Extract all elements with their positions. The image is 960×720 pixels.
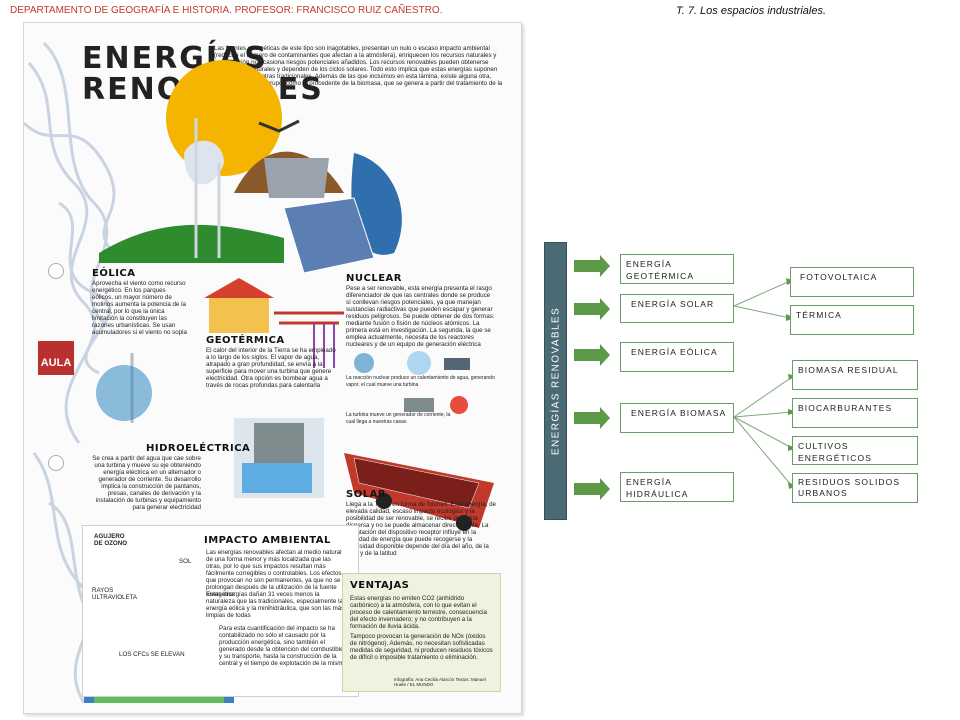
root-node-energias-renovables: ENERGÍAS RENOVABLES: [544, 242, 567, 520]
aula-logo: AULA: [38, 341, 74, 375]
sol-label: SOL: [179, 558, 192, 565]
node-biomasa-residual: BIOMASA RESIDUAL: [792, 360, 918, 390]
section-text-eolica: Aprovecha el viento como recurso energét…: [92, 280, 187, 336]
node-cultivos-energeticos: CULTIVOS ENERGÉTICOS: [792, 436, 918, 465]
section-text-geotermica: El calor del interior de la Tierra se ha…: [206, 347, 336, 389]
node-energia-biomasa: ENERGÍA BIOMASA: [620, 403, 734, 433]
header-topic: T. 7. Los espacios industriales.: [676, 5, 827, 17]
section-title-nuclear: NUCLEAR: [346, 273, 402, 284]
node-fotovoltaica: FOTOVOLTAICA: [790, 267, 914, 297]
arrow-icon: [574, 407, 610, 429]
decorative-wires: [24, 41, 116, 704]
node-termica: TÉRMICA: [790, 305, 914, 335]
nuclear-caption: La reacción nuclear produce un calentami…: [346, 375, 495, 388]
node-biocarburantes: BIOCARBURANTES: [792, 398, 918, 428]
section-text-hidroelectrica: Se crea a partir del agua que cae sobre …: [92, 455, 201, 511]
section-title-solar: SOLAR: [346, 489, 387, 500]
section-title-impacto: IMPACTO AMBIENTAL: [204, 535, 331, 546]
infographic-clipping: ENERGÍAS RENOVABLES Las fuentes energéti…: [23, 22, 522, 714]
section-title-hidroelectrica: HIDROELÉCTRICA: [146, 443, 251, 454]
arrow-icon: [574, 255, 610, 277]
node-energia-hidraulica: ENERGÍA HIDRÁULICA: [620, 472, 734, 502]
section-title-eolica: EÓLICA: [92, 268, 136, 279]
arrow-icon: [574, 298, 610, 320]
node-energia-geotermica: ENERGÍA GEOTÉRMICA: [620, 254, 734, 284]
impacto-text: Para esta cuantificación del impacto se …: [219, 625, 346, 667]
arrow-icon: [574, 344, 610, 366]
binder-hole: [48, 455, 64, 471]
ventajas-panel: [342, 573, 501, 692]
arrow-icon: [574, 478, 610, 500]
impacto-text: Estas energías dañan 31 veces menos la n…: [206, 591, 345, 619]
credits-text: Infografía: Ana Cecilia Alarcón Textos: …: [394, 677, 486, 687]
rayos-label: RAYOS ULTRAVIOLETA: [92, 587, 138, 601]
node-energia-solar: ENERGÍA SOLAR: [620, 294, 734, 323]
ventajas-text: Tampoco provocan la generación de NOx (ó…: [350, 633, 493, 661]
section-title-ventajas: VENTAJAS: [350, 580, 410, 591]
ventajas-text: Estas energías no emiten CO2 (anhídrido …: [350, 595, 487, 630]
ozono-label: AGUJERO DE OZONO: [94, 533, 128, 547]
impacto-text: Las energías renovables afectan al medio…: [206, 549, 342, 598]
section-text-solar: Llega a la Tierra en forma de fotones. E…: [346, 501, 496, 557]
header-department: DEPARTAMENTO DE GEOGRAFÍA E HISTORIA. PR…: [10, 5, 443, 16]
section-title-geotermica: GEOTÉRMICA: [206, 335, 285, 346]
nuclear-caption: La turbina mueve un generador de corrien…: [346, 412, 451, 425]
cfcs-label: LOS CFCs SE ELEVAN: [119, 651, 185, 658]
node-energia-eolica: ENERGÍA EÓLICA: [620, 342, 734, 372]
node-residuos-solidos-urbanos: RESIDUOS SOLIDOS URBANOS: [792, 473, 918, 503]
binder-hole: [48, 263, 64, 279]
section-text-nuclear: Pese a ser renovable, esta energía prese…: [346, 285, 495, 348]
